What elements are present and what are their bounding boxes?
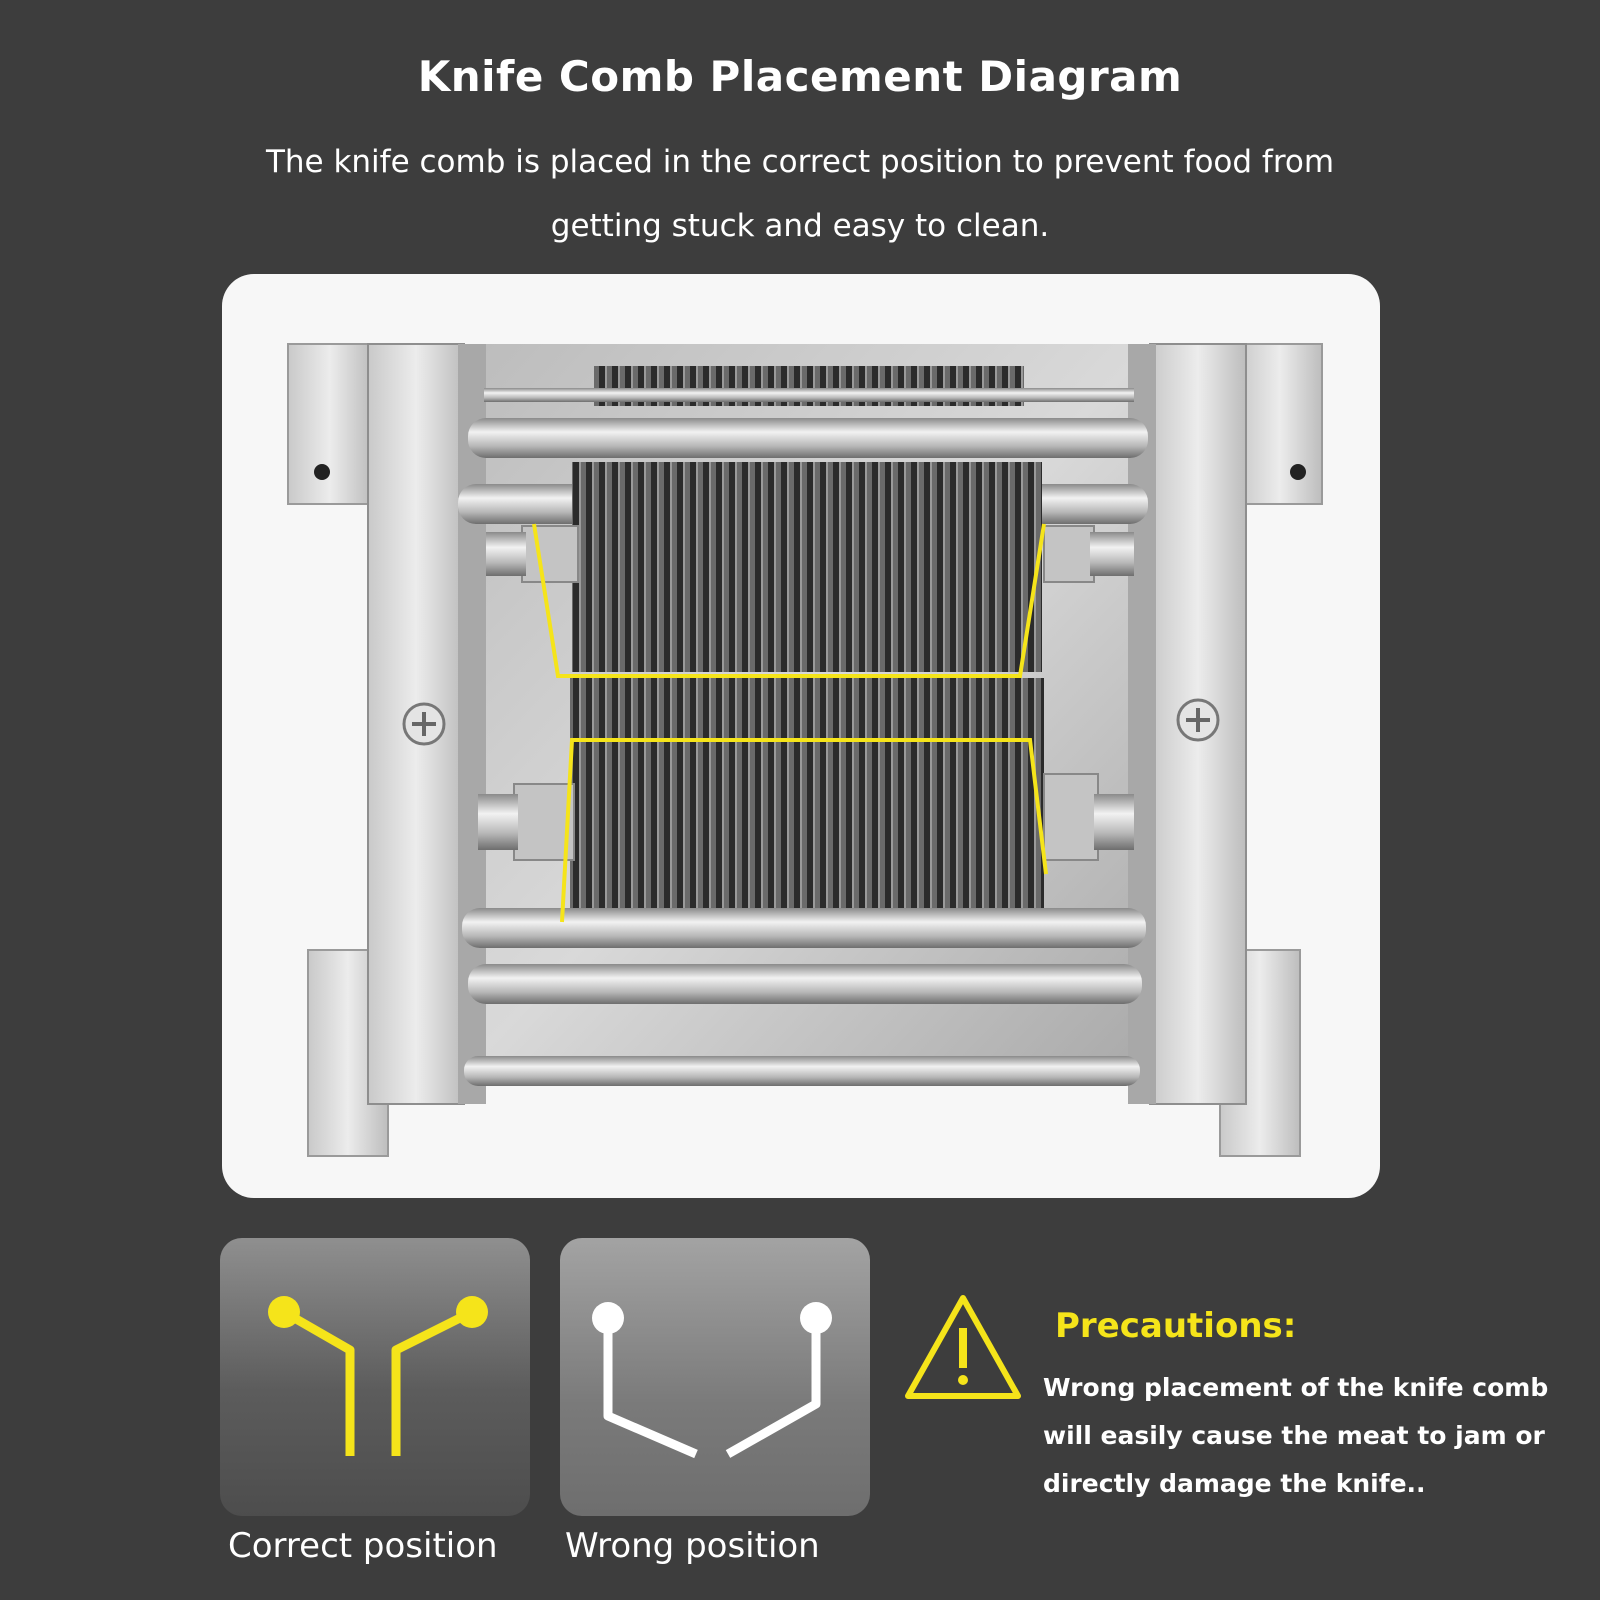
correct-comb-position-icon [268, 1296, 488, 1456]
warning-triangle-icon [905, 1295, 1021, 1399]
precautions-body: Wrong placement of the knife comb will e… [1043, 1373, 1549, 1498]
upper-comb-highlight [532, 523, 1046, 678]
wrong-position-label: Wrong position [565, 1526, 820, 1566]
page-subtitle: The knife comb is placed in the correct … [265, 144, 1335, 244]
lower-comb-highlight [560, 738, 1048, 923]
wrong-comb-position-icon [592, 1302, 832, 1459]
machine-illustration [287, 343, 1323, 1157]
precautions-title: Precautions: [1055, 1306, 1297, 1346]
knife-comb-assembly-photo [222, 274, 1380, 1198]
correct-position-card [220, 1238, 530, 1516]
wrong-position-card [560, 1238, 870, 1516]
correct-position-label: Correct position [228, 1526, 498, 1566]
page-title: Knife Comb Placement Diagram [417, 52, 1183, 101]
